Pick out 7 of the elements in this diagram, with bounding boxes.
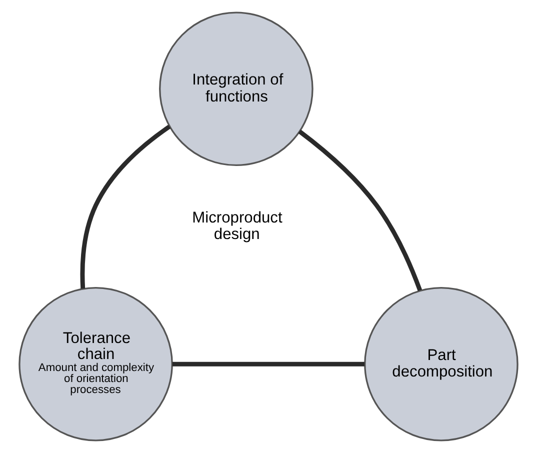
node-circle: Integration of functions	[158, 12, 313, 166]
node-circle: Tolerance chain Amount and complexity of orientation processes	[18, 286, 172, 442]
connector	[298, 130, 422, 292]
node-circle: Part decomposition	[364, 286, 518, 442]
connector	[80, 124, 170, 289]
connector	[172, 362, 364, 366]
label: Microproduct design	[192, 209, 282, 243]
